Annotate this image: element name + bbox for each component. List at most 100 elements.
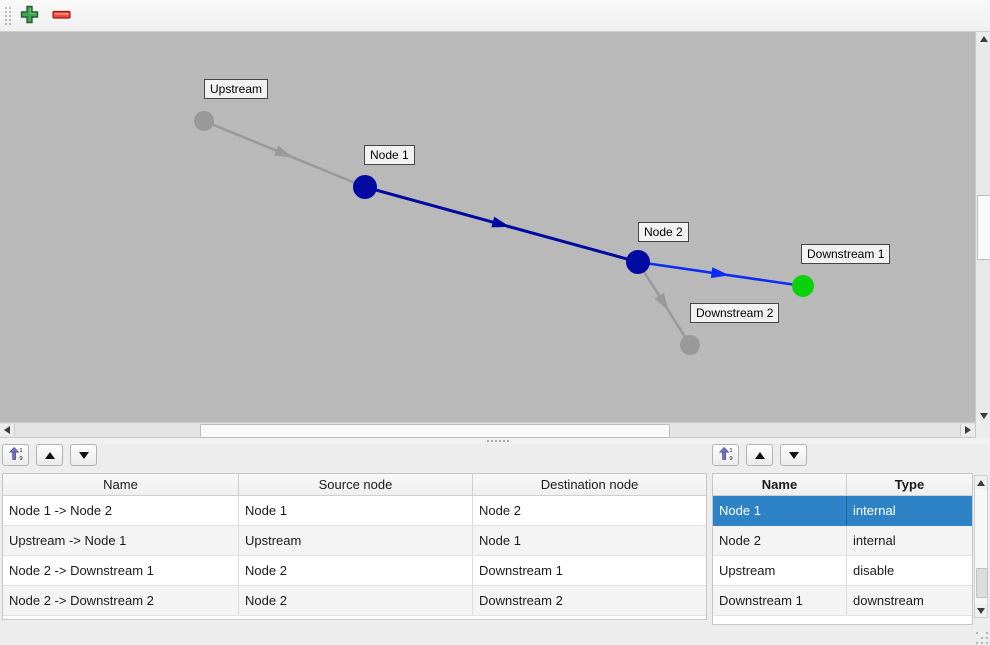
- up-arrow-icon: [977, 479, 985, 486]
- node-label[interactable]: Downstream 1: [801, 244, 891, 264]
- node-cell-type: downstream: [853, 593, 924, 608]
- node-cell-name: Node 2: [713, 526, 847, 555]
- node-cell-type: internal: [853, 503, 896, 518]
- edges-move-down-button[interactable]: [70, 444, 97, 466]
- svg-text:1: 1: [729, 448, 733, 454]
- edge-cell-source: Node 2: [239, 586, 473, 615]
- minus-icon: [51, 5, 71, 27]
- splitter-grip-icon: [487, 440, 489, 442]
- nodes-scrollbar-thumb[interactable]: [976, 568, 988, 598]
- nodes-sort-button[interactable]: 1 9: [712, 444, 739, 466]
- edge-cell-destination: Downstream 1: [479, 563, 563, 578]
- graph-node[interactable]: [194, 111, 214, 131]
- vertical-scrollbar-thumb[interactable]: [977, 195, 990, 260]
- scrollbar-corner: [975, 422, 990, 438]
- edges-move-up-button[interactable]: [36, 444, 63, 466]
- scroll-up-button[interactable]: [975, 476, 987, 489]
- nodes-table-scrollbar[interactable]: [974, 475, 988, 618]
- edge-cell-source: Node 2: [239, 556, 473, 585]
- right-arrow-icon: [965, 426, 971, 434]
- edge-arrow-icon: [491, 216, 511, 228]
- node-label[interactable]: Node 1: [364, 145, 415, 165]
- up-arrow-icon: [44, 451, 55, 459]
- graph-node[interactable]: [680, 335, 700, 355]
- scroll-right-button[interactable]: [960, 424, 975, 436]
- horizontal-scrollbar-thumb[interactable]: [200, 424, 670, 438]
- left-arrow-icon: [4, 426, 10, 434]
- edge-cell-destination: Downstream 2: [479, 593, 563, 608]
- column-header-source-node[interactable]: Source node: [239, 474, 473, 495]
- add-button[interactable]: [16, 3, 42, 29]
- edge-cell-name: Node 1 -> Node 2: [3, 496, 239, 525]
- node-cell-name: Downstream 1: [713, 586, 847, 615]
- edge-cell-name: Node 2 -> Downstream 2: [3, 586, 239, 615]
- edge-cell-name: Upstream -> Node 1: [3, 526, 239, 555]
- edge-cell-destination: Node 1: [479, 533, 521, 548]
- graph-node[interactable]: [626, 250, 650, 274]
- edges-table-header: Name Source node Destination node: [3, 474, 706, 496]
- column-header-type[interactable]: Type: [894, 477, 925, 492]
- canvas-horizontal-scrollbar[interactable]: [0, 422, 975, 438]
- edges-sort-button[interactable]: 1 9: [2, 444, 29, 466]
- node-row[interactable]: Downstream 1 downstream: [713, 586, 972, 616]
- edge-cell-source: Node 1: [239, 496, 473, 525]
- scroll-down-button[interactable]: [975, 604, 987, 617]
- column-header-destination-node[interactable]: Destination node: [540, 477, 639, 492]
- edge-cell-source: Upstream: [239, 526, 473, 555]
- scroll-up-button[interactable]: [977, 32, 990, 45]
- window-resize-grip[interactable]: [976, 632, 978, 634]
- nodes-table-header: Name Type: [713, 474, 972, 496]
- nodes-move-down-button[interactable]: [780, 444, 807, 466]
- node-label[interactable]: Upstream: [204, 79, 269, 99]
- down-arrow-icon: [977, 607, 985, 614]
- node-cell-type: disable: [853, 563, 895, 578]
- edges-table-toolbar: 1 9: [2, 444, 97, 466]
- node-cell-name: Upstream: [713, 556, 847, 585]
- toolbar-drag-handle[interactable]: [5, 7, 7, 9]
- column-header-name[interactable]: Name: [713, 474, 847, 495]
- svg-text:9: 9: [729, 456, 733, 461]
- down-arrow-icon: [78, 451, 89, 459]
- svg-text:1: 1: [19, 448, 23, 454]
- sort-ascending-icon: 1 9: [8, 446, 23, 464]
- edge-arrow-icon: [274, 145, 293, 158]
- sort-ascending-icon: 1 9: [718, 446, 733, 464]
- down-arrow-icon: [979, 412, 988, 419]
- nodes-table-toolbar: 1 9: [712, 444, 807, 466]
- node-label[interactable]: Node 2: [638, 222, 689, 242]
- down-arrow-icon: [788, 451, 799, 459]
- edge-cell-destination: Node 2: [479, 503, 521, 518]
- node-row[interactable]: Upstream disable: [713, 556, 972, 586]
- main-toolbar: [0, 0, 990, 32]
- nodes-move-up-button[interactable]: [746, 444, 773, 466]
- node-label[interactable]: Downstream 2: [690, 303, 780, 323]
- remove-button[interactable]: [48, 3, 74, 29]
- node-cell-type: internal: [853, 533, 896, 548]
- up-arrow-icon: [754, 451, 765, 459]
- canvas-vertical-scrollbar[interactable]: [975, 32, 990, 422]
- edge-arrow-icon: [654, 292, 669, 312]
- edges-table: Name Source node Destination node Node 1…: [2, 473, 707, 620]
- svg-text:9: 9: [19, 456, 23, 461]
- column-header-name[interactable]: Name: [3, 474, 239, 495]
- up-arrow-icon: [979, 35, 988, 42]
- graph-svg: [194, 111, 814, 355]
- edge-arrow-icon: [710, 267, 730, 279]
- scroll-left-button[interactable]: [0, 424, 15, 436]
- node-row[interactable]: Node 2 internal: [713, 526, 972, 556]
- node-row-selected[interactable]: Node 1 internal: [713, 496, 972, 526]
- graph-node[interactable]: [792, 275, 814, 297]
- edge-cell-name: Node 2 -> Downstream 1: [3, 556, 239, 585]
- graph-node[interactable]: [353, 175, 377, 199]
- node-cell-name: Node 1: [713, 496, 847, 525]
- pane-splitter[interactable]: [0, 438, 990, 444]
- scroll-down-button[interactable]: [977, 409, 990, 422]
